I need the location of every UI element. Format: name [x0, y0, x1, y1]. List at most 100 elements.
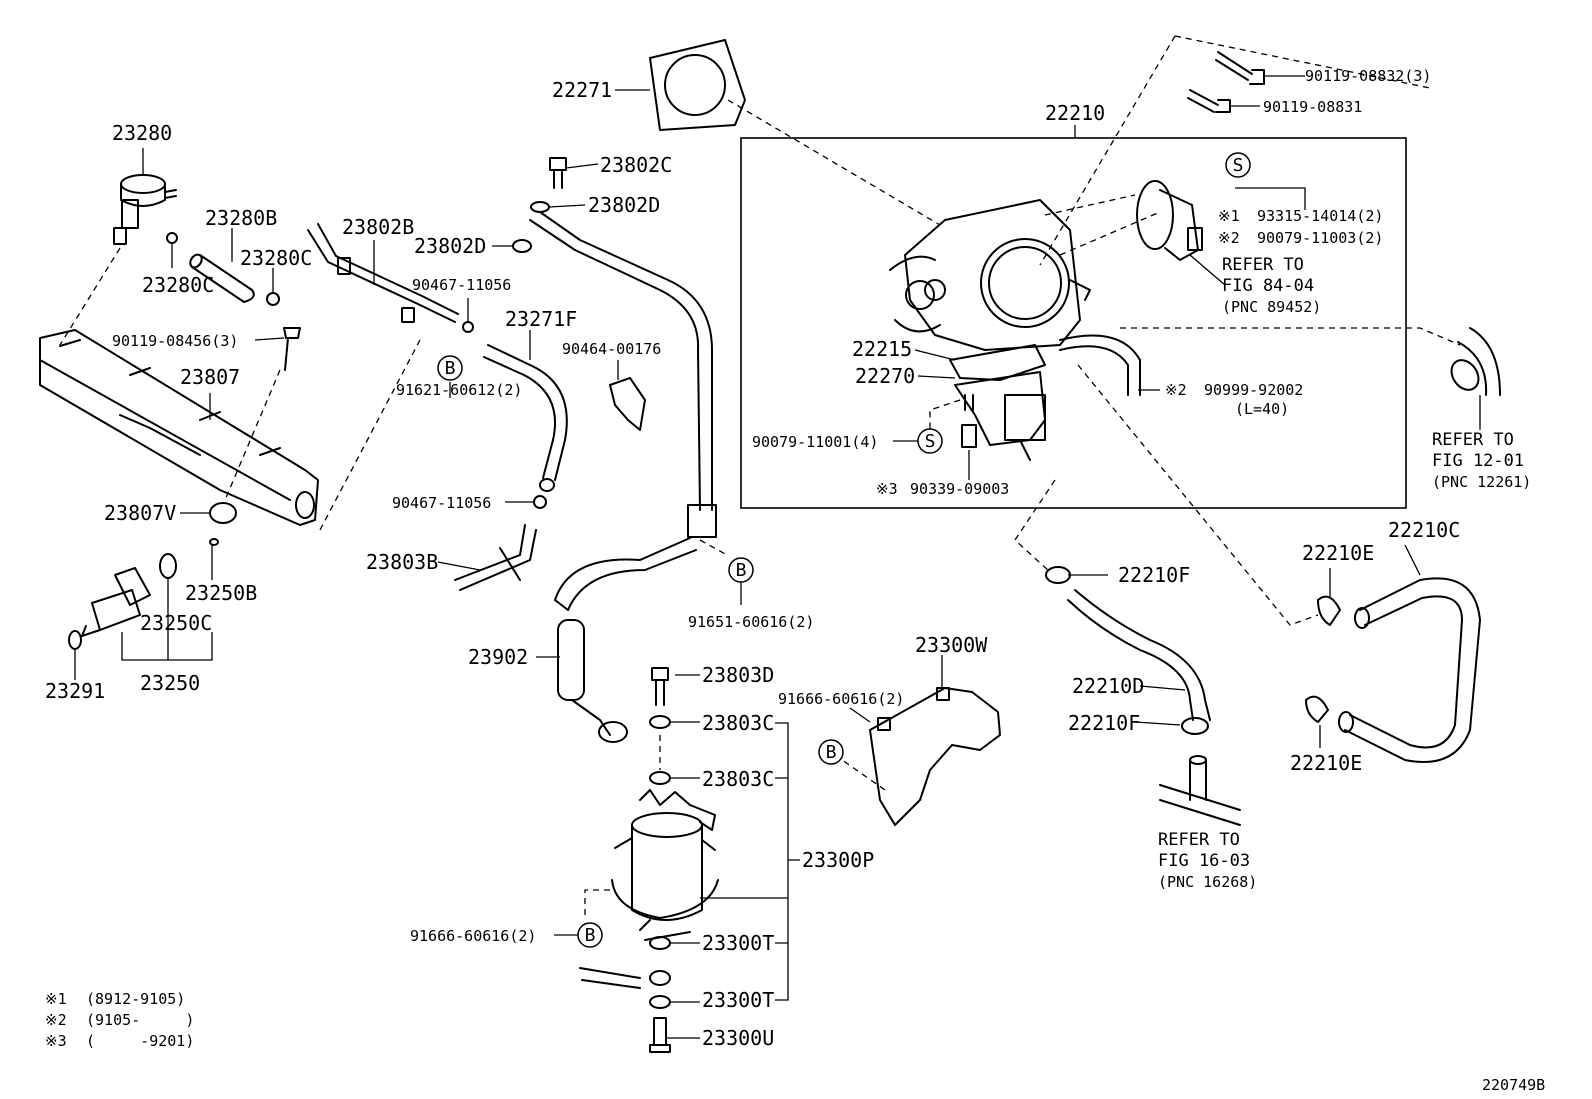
vacuum-hose-drawing	[189, 253, 255, 303]
marker-s-sensor: S	[1225, 152, 1251, 178]
pressure-regulator-drawing	[113, 174, 177, 245]
footnote-1-range: (8912-9105)	[86, 990, 185, 1008]
svg-text:B: B	[445, 358, 456, 379]
label-90464-00176: 90464-00176	[562, 340, 661, 358]
ref-fig12-line1: REFER TO	[1432, 430, 1514, 450]
label-23803C-top: 23803C	[702, 711, 774, 735]
label-22270: 22270	[855, 364, 915, 388]
label-90119-08456: 90119-08456(3)	[112, 332, 238, 350]
label-90467-11056-top: 90467-11056	[412, 276, 511, 294]
label-90119-08832: 90119-08832(3)	[1305, 67, 1431, 85]
hose-22210C-drawing	[1338, 577, 1481, 763]
ref-fig84-line1: REFER TO	[1222, 255, 1304, 275]
label-90119-08831: 90119-08831	[1263, 98, 1362, 116]
label-90467-11056-bottom: 90467-11056	[392, 494, 491, 512]
svg-text:S: S	[925, 431, 936, 452]
label-23803D: 23803D	[702, 663, 774, 687]
diagram-code: 220749B	[1482, 1076, 1545, 1094]
label-23250C: 23250C	[140, 611, 212, 635]
leader-lines	[74, 75, 1481, 1039]
ref-fig12-line2: FIG 12-01	[1432, 451, 1524, 471]
label-22210: 22210	[1045, 101, 1105, 125]
label-93315-14014: 93315-14014(2)	[1257, 207, 1383, 225]
label-23300W: 23300W	[915, 633, 988, 657]
note1-marker-93315: ※1	[1218, 207, 1240, 225]
footnote-1-marker: ※1	[45, 990, 67, 1008]
note2-marker-90079: ※2	[1218, 229, 1240, 247]
label-22210C: 22210C	[1388, 518, 1460, 542]
footnotes: ※1 (8912-9105) ※2 (9105- ) ※3 ( -9201)	[45, 990, 194, 1050]
part-labels: 23280 23280B 23280C 23280C 23802B 23802C…	[45, 67, 1460, 1050]
label-22210E-top: 22210E	[1302, 541, 1374, 565]
label-23802B: 23802B	[342, 215, 414, 239]
ref-fig16-line3: (PNC 16268)	[1158, 873, 1257, 891]
label-90079-11001: 90079-11001(4)	[752, 433, 878, 451]
label-90999-92002: 90999-92002	[1204, 381, 1303, 399]
bracket-drawing	[869, 687, 1001, 826]
marker-b-91621: B	[437, 355, 463, 381]
label-23902: 23902	[468, 645, 528, 669]
label-23802D-right: 23802D	[588, 193, 660, 217]
throttle-body-drawing	[889, 199, 1091, 461]
ref-fig16-line1: REFER TO	[1158, 830, 1240, 850]
label-91651-60616: 91651-60616(2)	[688, 613, 814, 631]
label-23802C: 23802C	[600, 153, 672, 177]
hose-23271F-drawing	[483, 344, 568, 492]
note2-marker-90999: ※2	[1165, 381, 1187, 399]
marker-s-bolt: S	[917, 428, 943, 454]
label-23807: 23807	[180, 365, 240, 389]
label-23300T-bottom: 23300T	[702, 988, 774, 1012]
label-91621-60612: 91621-60612(2)	[396, 381, 522, 399]
label-23300U: 23300U	[702, 1026, 774, 1050]
fuel-hose-drawing	[529, 211, 717, 611]
throttle-body-assembly-box	[740, 137, 1407, 509]
label-90339-09003: 90339-09003	[910, 480, 1009, 498]
marker-b-91666-filter: B	[577, 922, 603, 948]
label-22215: 22215	[852, 337, 912, 361]
label-22210D: 22210D	[1072, 674, 1144, 698]
marker-b-91651: B	[728, 557, 754, 583]
svg-text:B: B	[826, 742, 837, 763]
ref-fig16-line2: FIG 16-03	[1158, 851, 1250, 871]
label-90079-11003: 90079-11003(2)	[1257, 229, 1383, 247]
label-23803B: 23803B	[366, 550, 438, 574]
label-22210F-bottom: 22210F	[1068, 711, 1140, 735]
label-22210F-top: 22210F	[1118, 563, 1190, 587]
gasket-drawing	[649, 39, 746, 131]
label-91666-60616-bracket: 91666-60616(2)	[778, 690, 904, 708]
label-23802D-left: 23802D	[414, 234, 486, 258]
svg-text:B: B	[585, 925, 596, 946]
footnote-2-range: (9105- )	[86, 1011, 194, 1029]
label-23271F: 23271F	[505, 307, 577, 331]
label-22271: 22271	[552, 78, 612, 102]
svg-text:S: S	[1233, 155, 1244, 176]
fuel-filter-drawing	[611, 789, 719, 941]
label-22210E-bottom: 22210E	[1290, 751, 1362, 775]
part-drawings	[39, 39, 1501, 1053]
marker-b-91666-bracket: B	[818, 739, 844, 765]
label-23291: 23291	[45, 679, 105, 703]
label-23300P: 23300P	[802, 848, 874, 872]
ref-fig84-line3: (PNC 89452)	[1222, 298, 1321, 316]
label-23280C-right: 23280C	[240, 246, 312, 270]
note3-marker-90339: ※3	[876, 480, 898, 498]
label-23250B: 23250B	[185, 581, 257, 605]
assembly-lines	[59, 35, 1461, 915]
label-23280C-left: 23280C	[142, 273, 214, 297]
label-91666-60616-filter: 91666-60616(2)	[410, 927, 536, 945]
label-23807V: 23807V	[104, 501, 176, 525]
ref-fig12-line3: (PNC 12261)	[1432, 473, 1531, 491]
hose-23902-drawing	[557, 619, 628, 743]
label-23280: 23280	[112, 121, 172, 145]
reference-notes: REFER TO FIG 84-04 (PNC 89452) REFER TO …	[1158, 255, 1531, 891]
svg-text:B: B	[736, 560, 747, 581]
label-length-40: (L=40)	[1235, 400, 1289, 418]
footnote-3-range: ( -9201)	[86, 1032, 194, 1050]
footnote-2-marker: ※2	[45, 1011, 67, 1029]
label-23250: 23250	[140, 671, 200, 695]
label-23300T-top: 23300T	[702, 931, 774, 955]
label-23280B: 23280B	[205, 206, 277, 230]
delivery-pipe-drawing	[39, 329, 319, 526]
label-23803C-bottom: 23803C	[702, 767, 774, 791]
